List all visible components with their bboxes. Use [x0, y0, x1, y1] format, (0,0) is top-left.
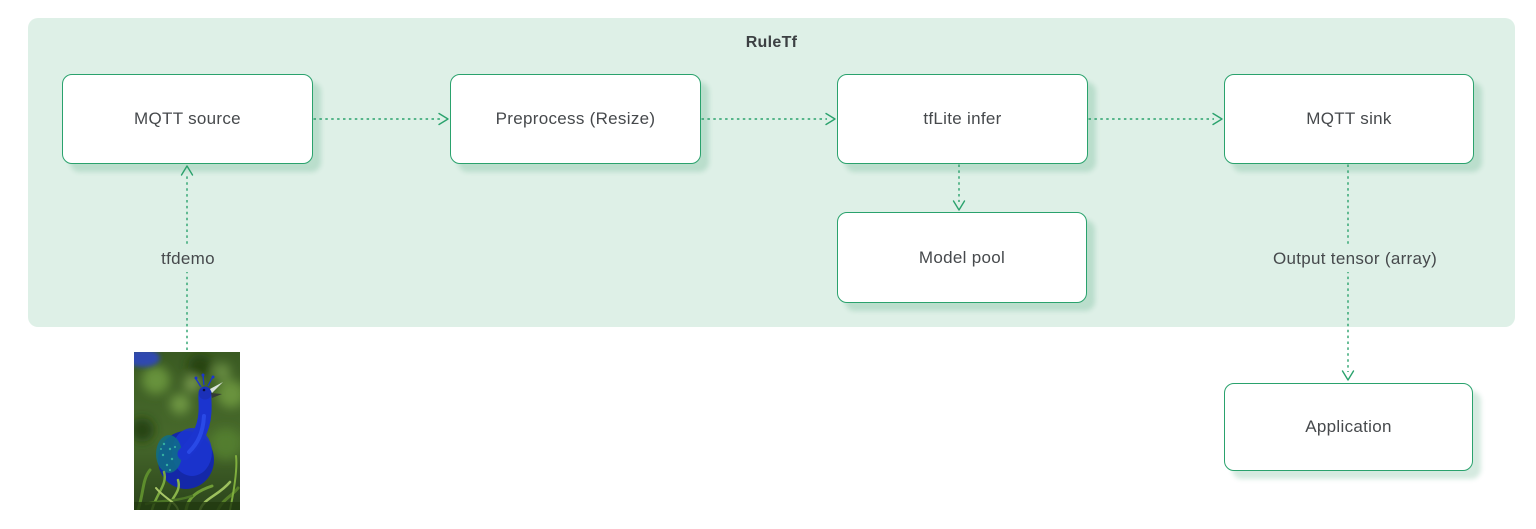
ruletf-panel [28, 18, 1515, 327]
node-preprocess: Preprocess (Resize) [450, 74, 701, 164]
peacock-illustration [126, 349, 245, 512]
node-model-pool: Model pool [837, 212, 1087, 303]
node-mqtt-sink-label: MQTT sink [1306, 109, 1392, 128]
node-mqtt-sink: MQTT sink [1224, 74, 1474, 164]
node-mqtt-source-label: MQTT source [134, 109, 241, 128]
node-model-pool-label: Model pool [918, 247, 1006, 267]
edge-label-output-tensor: Output tensor (array) [1263, 246, 1447, 272]
edge-label-tfdemo: tfdemo [152, 246, 224, 272]
node-application-label: Application [1305, 417, 1392, 436]
node-application: Application [1224, 383, 1473, 471]
panel-title: RuleTf [745, 34, 798, 51]
node-preprocess-label: Preprocess (Resize) [495, 109, 656, 128]
node-mqtt-source: MQTT source [62, 74, 313, 164]
node-tflite-infer-label: tfLite infer [923, 109, 1002, 128]
node-tflite-infer: tfLite infer [837, 74, 1088, 164]
input-image-peacock [126, 349, 245, 512]
